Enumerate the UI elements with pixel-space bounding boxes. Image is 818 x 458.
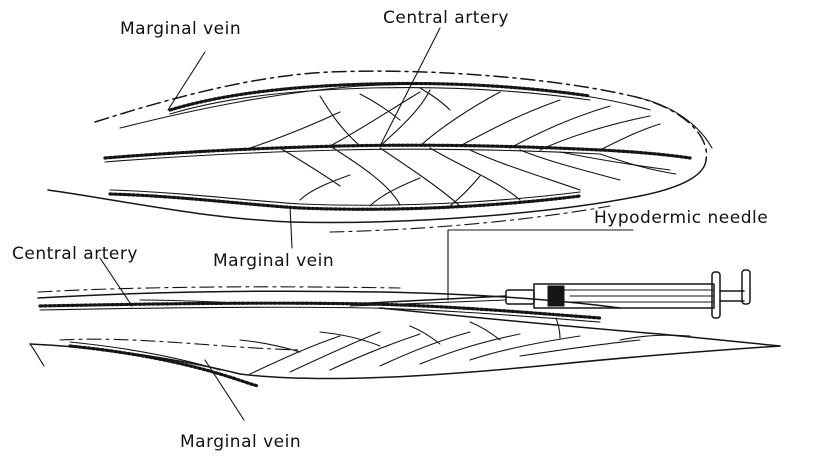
label-hypodermic-needle: Hypodermic needle (594, 208, 768, 228)
label-marginal-vein-upper-bottom: Marginal vein (213, 251, 334, 271)
label-marginal-vein-upper-top: Marginal vein (120, 19, 241, 39)
label-marginal-vein-lower: Marginal vein (180, 432, 301, 452)
leader-lower-marginal-vein (205, 360, 244, 420)
lower-central-artery-edge (40, 307, 600, 322)
syringe-flange (712, 272, 720, 318)
syringe-plunger-seal (548, 286, 564, 306)
lower-ear-outline-bottom (30, 344, 780, 379)
upper-ear-tip (640, 98, 712, 148)
label-central-artery-lower: Central artery (12, 244, 138, 264)
leader-lower-central-artery (100, 258, 132, 306)
leader-upper-marginal-vein-bottom (290, 206, 292, 248)
syringe-plunger-cap (742, 270, 750, 304)
lower-marginal-vein-vessel (70, 346, 258, 386)
lower-ear-left-edge (30, 344, 44, 366)
leader-upper-central-artery (380, 28, 440, 146)
syringe-barrel-lines (564, 290, 714, 302)
syringe-plunger-rod (720, 291, 744, 301)
lower-ear (30, 230, 780, 420)
label-central-artery-upper: Central artery (383, 8, 509, 28)
upper-marginal-vein-top-edge (170, 88, 590, 115)
upper-marginal-vein-bottom (110, 194, 580, 209)
